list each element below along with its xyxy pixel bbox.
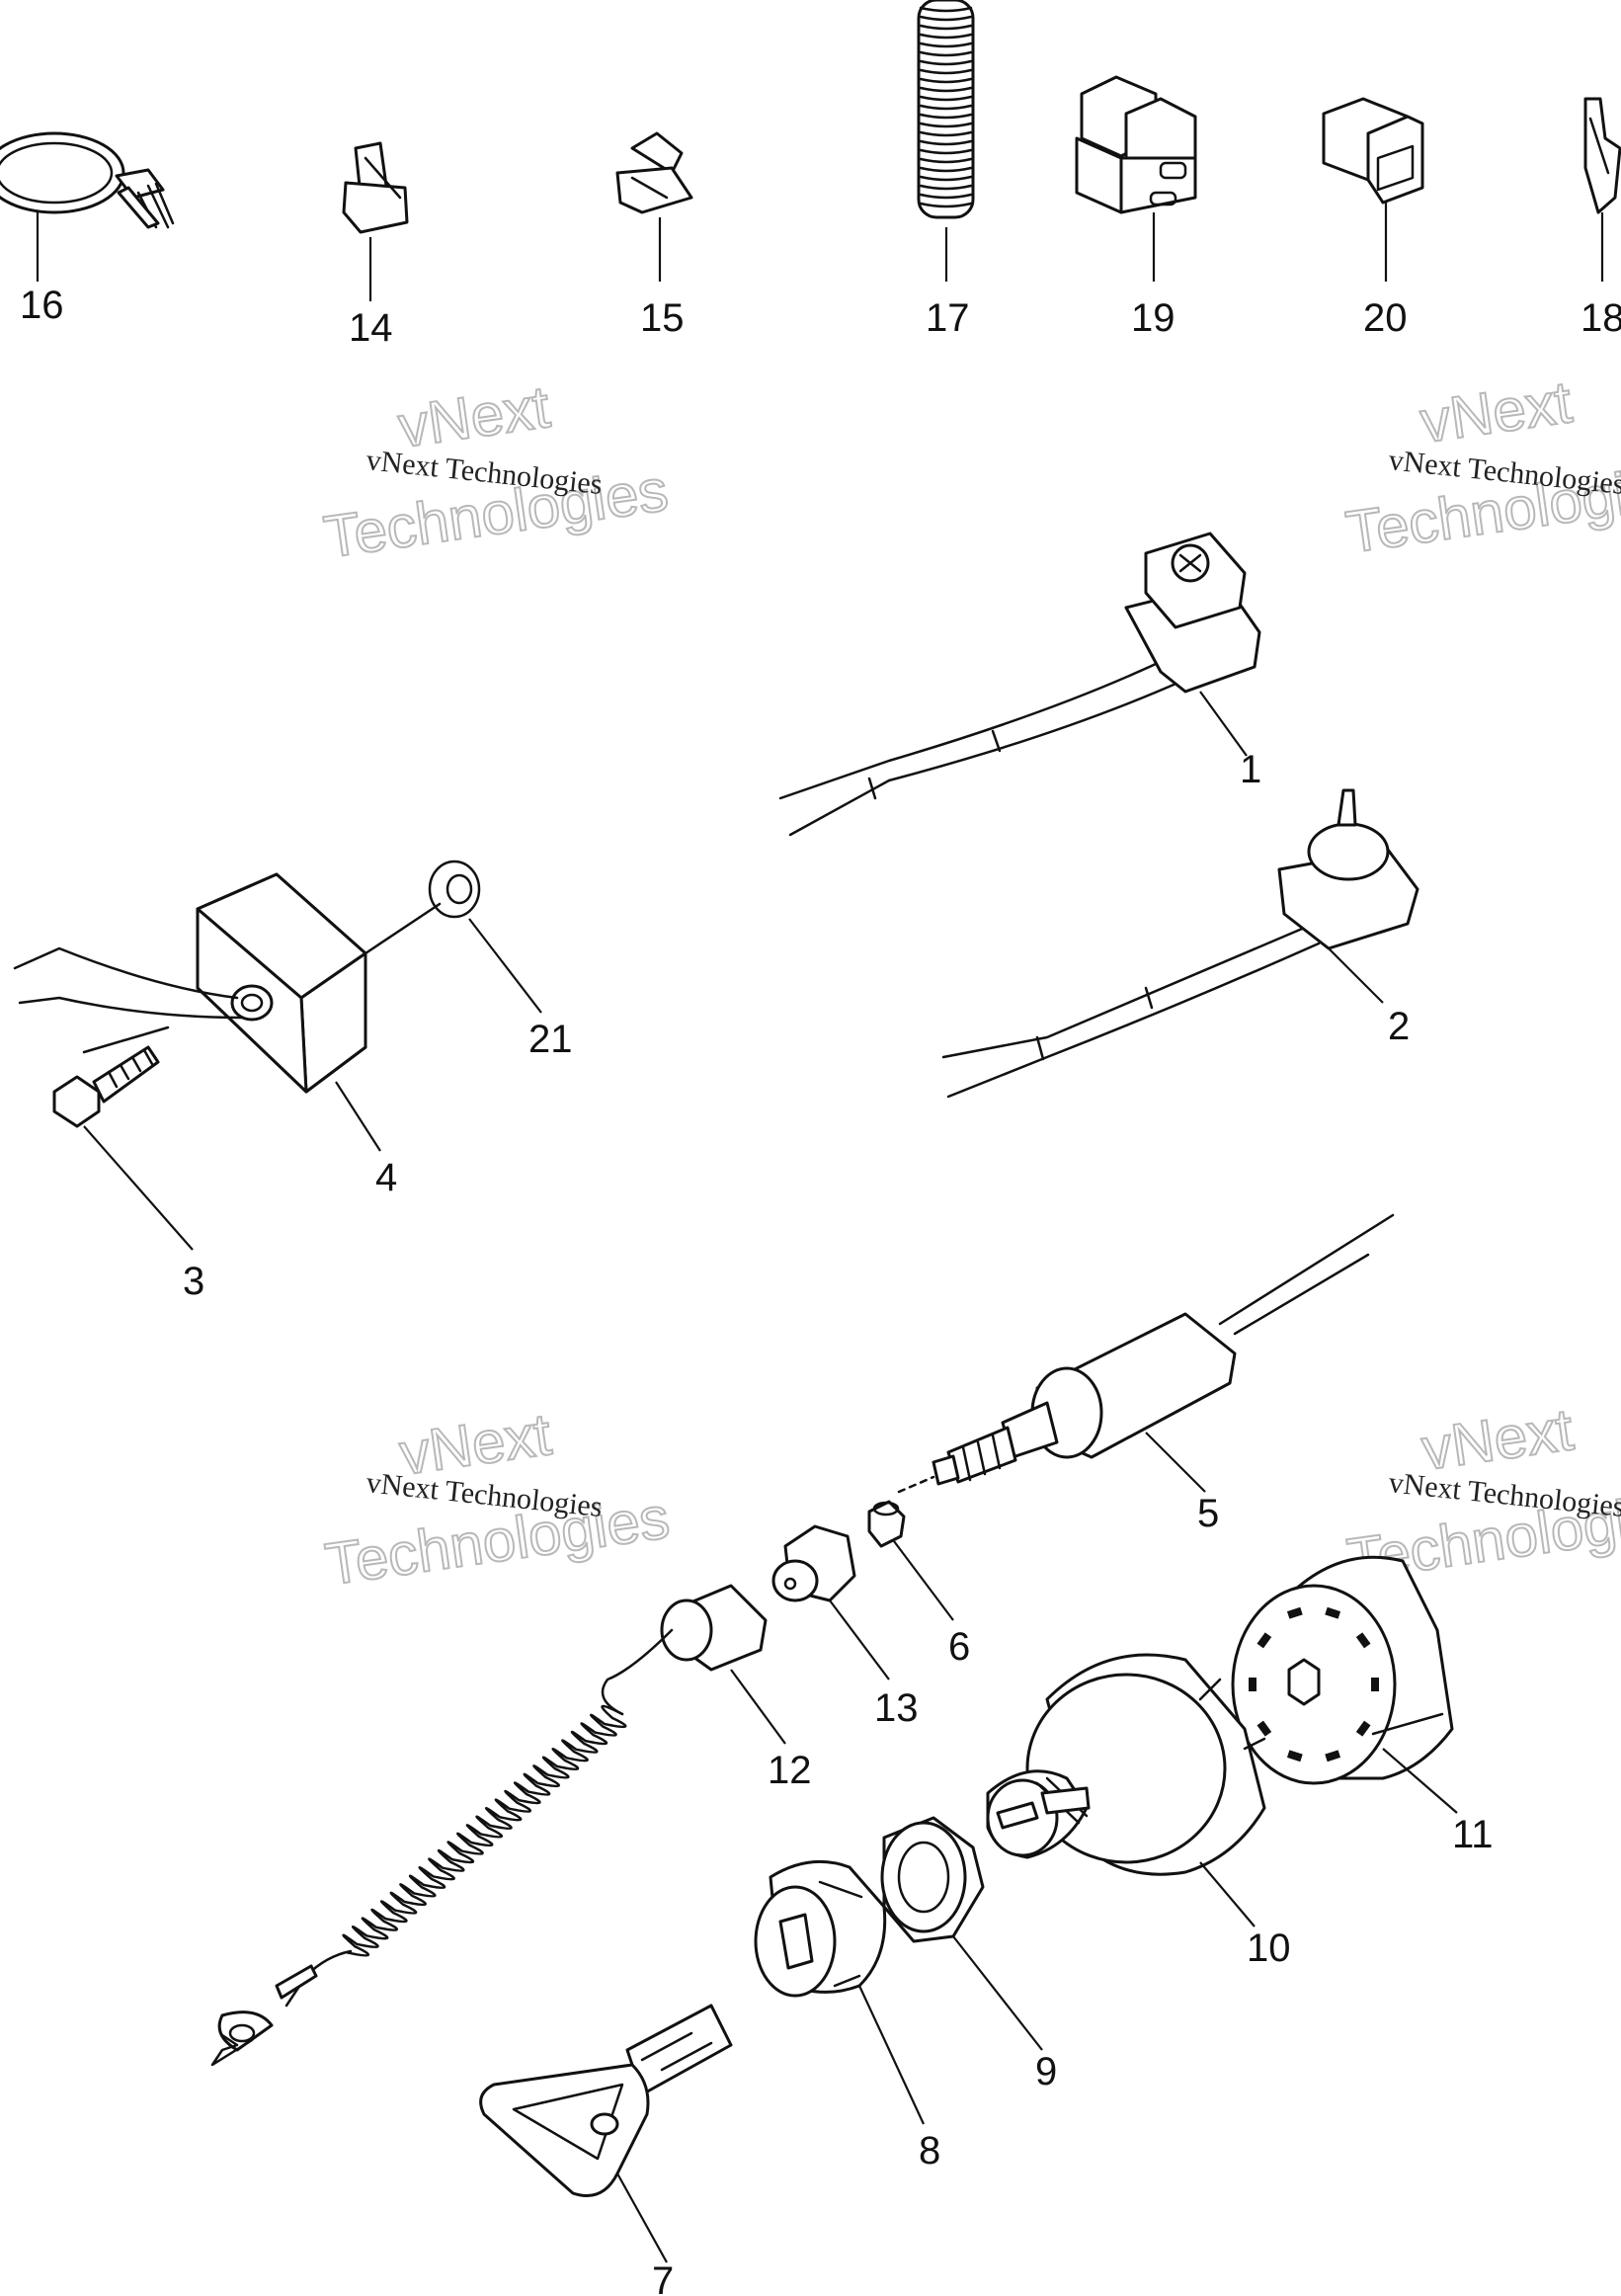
conduit-ring (919, 193, 973, 200)
conduit-ring (919, 24, 973, 31)
conduit-ring (919, 68, 973, 75)
conduit-ring (919, 6, 973, 13)
callout-15: 15 (640, 296, 685, 340)
switch-button-drawing (941, 788, 1419, 1099)
conduit-ring (919, 184, 973, 191)
leader-5 (1145, 1432, 1206, 1493)
callout-10: 10 (1247, 1927, 1291, 1970)
ignition-switch-drawing (986, 1653, 1266, 1876)
cap-drawing (867, 1500, 906, 1548)
leader-11 (1382, 1748, 1458, 1814)
watermark-line1: vNext (1417, 369, 1577, 455)
switch-cover-drawing (1231, 1555, 1454, 1785)
callout-20: 20 (1363, 296, 1408, 340)
sensor-drawing (897, 1213, 1395, 1494)
conduit-ring (919, 166, 973, 173)
cover-slot (1325, 1606, 1341, 1619)
callout-21: 21 (528, 1018, 573, 1061)
harness-clip-drawing (615, 131, 693, 214)
cover-slot (1249, 1678, 1256, 1691)
callout-11: 11 (1452, 1813, 1494, 1856)
callout-8: 8 (919, 2129, 940, 2173)
leader-13 (829, 1599, 890, 1681)
conduit-ring (919, 41, 973, 48)
callout-17: 17 (926, 296, 970, 340)
key-drawing (479, 2004, 733, 2197)
conduit-ring (919, 157, 973, 164)
leader-9 (952, 1935, 1043, 2051)
connector-housing-2pin-drawing (1322, 97, 1424, 205)
leader-4 (335, 1081, 381, 1152)
switch-square-drawing (778, 532, 1261, 837)
leader-1 (1199, 691, 1248, 757)
terminal-clip-drawing (1583, 97, 1621, 214)
cover-slot (1355, 1720, 1371, 1737)
conduit-ring (919, 130, 973, 137)
screw-drawing (52, 1045, 160, 1128)
cover-slot (1286, 1606, 1303, 1619)
leader-7 (616, 2173, 668, 2263)
conduit-ring (919, 175, 973, 182)
callout-1: 1 (1240, 748, 1261, 791)
callout-7: 7 (652, 2259, 674, 2296)
conduit-ring (919, 95, 973, 102)
callout-6: 6 (948, 1625, 970, 1669)
leader-21 (468, 918, 542, 1014)
nut-drawing (771, 1524, 856, 1602)
callout-13: 13 (874, 1686, 919, 1730)
conduit-ring (919, 148, 973, 155)
leader-3 (83, 1125, 194, 1251)
cover-slot (1286, 1750, 1303, 1763)
bezel-drawing (754, 1859, 887, 1998)
callout-19: 19 (1131, 296, 1175, 340)
conduit-ring (919, 139, 973, 146)
watermark-line1: vNext (1418, 1396, 1578, 1483)
corrugated-conduit-drawing (917, 0, 975, 219)
callout-12: 12 (768, 1749, 812, 1792)
cover-slot (1325, 1750, 1341, 1763)
leader-10 (1199, 1861, 1256, 1927)
ring-nut-drawing (880, 1816, 985, 1943)
callout-2: 2 (1388, 1005, 1410, 1048)
cover-slot (1256, 1632, 1272, 1649)
cover-slot (1256, 1720, 1272, 1737)
cable-tie-drawing (0, 131, 175, 229)
module-box-drawing (13, 872, 442, 1094)
callout-5: 5 (1197, 1492, 1219, 1535)
conduit-ring (919, 104, 973, 111)
callout-4: 4 (375, 1156, 397, 1199)
lanyard-drawing (210, 1584, 768, 2067)
cover-slot (1355, 1632, 1371, 1649)
callout-9: 9 (1035, 2050, 1057, 2093)
callout-14: 14 (349, 306, 393, 350)
connector-housing-3pin-drawing (1075, 75, 1197, 214)
grommet-drawing (428, 860, 481, 919)
conduit-ring (919, 15, 973, 22)
leader-2 (1328, 947, 1384, 1004)
leader-12 (730, 1669, 786, 1745)
conduit-ring (919, 77, 973, 84)
conduit-ring (919, 202, 973, 208)
wire-clip-drawing (342, 141, 409, 234)
watermark-line1: vNext (394, 373, 554, 460)
callout-3: 3 (183, 1260, 204, 1303)
conduit-ring (919, 50, 973, 57)
callout-16: 16 (20, 284, 64, 327)
callout-18: 18 (1580, 296, 1621, 340)
coil-cord (342, 1704, 627, 1957)
leader-6 (893, 1540, 954, 1621)
conduit-ring (919, 86, 973, 93)
leader-8 (858, 1985, 925, 2125)
conduit-ring (919, 59, 973, 66)
conduit-ring (919, 113, 973, 120)
conduit-ring (919, 122, 973, 128)
cover-slot (1371, 1678, 1379, 1691)
conduit-ring (919, 33, 973, 40)
